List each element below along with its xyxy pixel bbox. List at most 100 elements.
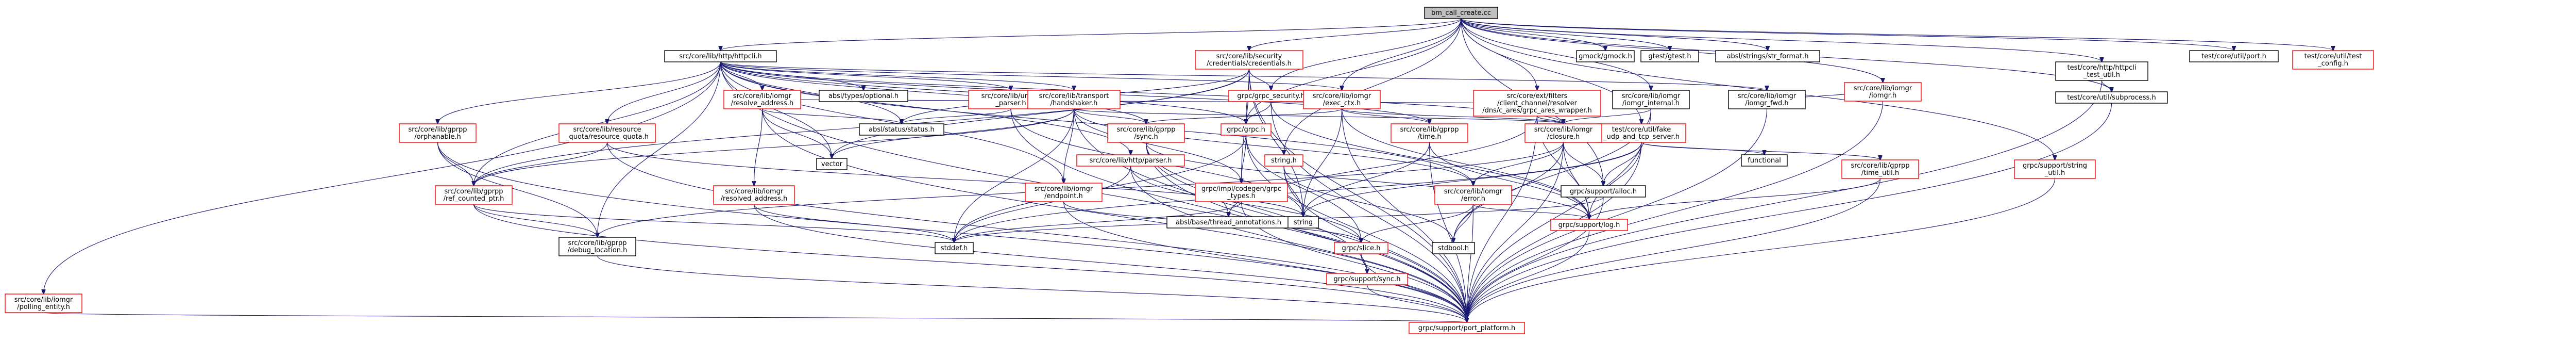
- graph-node-grpc_h[interactable]: grpc/grpc.h: [1221, 123, 1272, 136]
- node-box: [5, 294, 82, 313]
- node-label: /iomgr.h: [1869, 92, 1896, 100]
- edge-gprpp_time-to-string: [1303, 142, 1430, 217]
- node-box: [935, 242, 974, 254]
- graph-node-absl_optional[interactable]: absl/types/optional.h: [819, 90, 908, 102]
- node-label: src/core/lib/iomgr: [1035, 185, 1093, 193]
- graph-node-iomgr_internal[interactable]: src/core/lib/iomgr/iomgr_internal.h: [1612, 90, 1690, 109]
- graph-node-root[interactable]: bm_call_create.cc: [1424, 7, 1498, 19]
- graph-node-gpr_alloc[interactable]: grpc/support/alloc.h: [1561, 185, 1646, 198]
- edge-iomgr_resolved-to-stddef: [753, 204, 955, 242]
- graph-node-functional[interactable]: functional: [1741, 154, 1788, 167]
- graph-node-http_parser[interactable]: src/core/lib/http/parser.h: [1076, 154, 1185, 167]
- graph-node-gtest[interactable]: gtest/gtest.h: [1640, 50, 1699, 62]
- graph-node-iomgr_h[interactable]: src/core/lib/iomgr/iomgr.h: [1844, 82, 1922, 102]
- node-label: _parser.h: [995, 100, 1026, 107]
- node-box: [1844, 82, 1922, 102]
- graph-node-gprpp_orphan[interactable]: src/core/lib/gprpp/orphanable.h: [399, 123, 477, 143]
- node-label: src/core/lib/iomgr: [1738, 92, 1797, 100]
- edge-http_h-to-iomgr_exec: [720, 61, 1342, 90]
- graph-node-gprpp_time[interactable]: src/core/lib/gprpp/time.h: [1391, 123, 1468, 143]
- edge-polling_entity-to-port_platform: [43, 312, 1467, 322]
- graph-node-absl_status[interactable]: absl/status/status.h: [859, 123, 944, 136]
- graph-node-gpr_log[interactable]: grpc/support/log.h: [1550, 219, 1628, 231]
- edge-iomgr_exec-to-gprpp_time: [1341, 108, 1430, 124]
- node-label: src/core/lib/iomgr: [14, 296, 73, 304]
- graph-node-fake_udp[interactable]: test/core/util/fake_udp_and_tcp_server.h: [1597, 123, 1686, 143]
- graph-node-iomgr_error[interactable]: src/core/lib/iomgr/error.h: [1434, 185, 1512, 205]
- node-box: [713, 185, 795, 205]
- graph-node-gprpp_timeutil[interactable]: src/core/lib/gprpp/time_util.h: [1841, 159, 1919, 179]
- graph-node-grpc_sec[interactable]: grpc/grpc_security.h: [1228, 90, 1314, 102]
- node-box: [1264, 154, 1303, 167]
- node-label: grpc/slice.h: [1342, 245, 1381, 252]
- edge-iomgr_closure-to-iomgr_error: [1473, 142, 1564, 186]
- graph-node-gpr_sync[interactable]: grpc/support/sync.h: [1326, 273, 1408, 285]
- graph-node-iomgr_resolved[interactable]: src/core/lib/iomgr/resolved_address.h: [713, 185, 795, 205]
- edge-gprpp_timeutil-to-port_platform: [1467, 178, 1881, 322]
- node-label: absl/status/status.h: [869, 126, 935, 134]
- graph-node-grpc_slice[interactable]: grpc/slice.h: [1334, 242, 1388, 254]
- edge-gpr_string-to-port_platform: [1467, 178, 2056, 322]
- graph-node-transport_hs[interactable]: src/core/lib/transport/handshaker.h: [1027, 90, 1121, 109]
- node-label: grpc/impl/codegen/grpc: [1201, 185, 1281, 193]
- graph-node-resource_quota[interactable]: src/core/lib/resource_quota/resource_quo…: [558, 123, 656, 143]
- graph-node-iomgr_exec[interactable]: src/core/lib/iomgr/exec_ctx.h: [1303, 90, 1381, 109]
- graph-node-gmock[interactable]: gmock/gmock.h: [1576, 50, 1635, 62]
- graph-node-string[interactable]: string: [1287, 216, 1319, 229]
- graph-node-test_http_util[interactable]: test/core/http/httpcli_test_util.h: [2055, 61, 2148, 81]
- node-box: [1391, 123, 1468, 143]
- graph-node-iomgr_resaddr[interactable]: src/core/lib/iomgr/resolve_address.h: [723, 90, 801, 109]
- node-box: [1841, 159, 1919, 179]
- node-box: [816, 158, 848, 170]
- node-label: /client_channel/resolver: [1497, 100, 1577, 107]
- graph-node-codegen_types[interactable]: grpc/impl/codegen/grpc_types.h: [1195, 183, 1288, 202]
- graph-node-stddef[interactable]: stddef.h: [935, 242, 974, 254]
- graph-node-gprpp_refcounted[interactable]: src/core/lib/gprpp/ref_counted_ptr.h: [435, 185, 513, 205]
- graph-node-test_port[interactable]: test/core/util/port.h: [2189, 50, 2279, 62]
- node-box: [723, 90, 801, 109]
- edge-root-to-gmock: [1461, 18, 1605, 51]
- node-label: string: [1294, 219, 1313, 226]
- graph-node-resolver_h[interactable]: src/core/ext/filters/client_channel/reso…: [1473, 90, 1601, 117]
- edge-iomgr_error-to-grpc_slice: [1361, 204, 1474, 242]
- graph-node-test_config[interactable]: test/core/util/test_config.h: [2292, 50, 2374, 70]
- node-label: grpc/grpc.h: [1227, 126, 1265, 134]
- node-box: [1303, 90, 1381, 109]
- graph-node-http_h[interactable]: src/core/lib/http/httpcli.h: [664, 50, 777, 62]
- graph-node-port_platform[interactable]: grpc/support/port_platform.h: [1409, 322, 1525, 334]
- edge-http_parser-to-port_platform: [1130, 166, 1467, 322]
- edge-http_h-to-resource_quota: [607, 61, 721, 124]
- graph-node-gpr_string[interactable]: grpc/support/string_util.h: [2014, 159, 2096, 179]
- node-label: /iomgr_internal.h: [1622, 100, 1680, 107]
- graph-node-vector[interactable]: vector: [816, 158, 848, 170]
- node-label: test/core/util/subprocess.h: [2067, 94, 2156, 102]
- edge-grpc_sec-to-port_platform: [1270, 101, 1467, 322]
- graph-node-sec_creds[interactable]: src/core/lib/security/credentials/creden…: [1195, 50, 1303, 70]
- edge-resolver_h-to-port_platform: [1467, 116, 1538, 322]
- edge-sec_creds-to-port_platform: [1248, 69, 1467, 322]
- graph-node-absl_strformat[interactable]: absl/strings/str_format.h: [1715, 50, 1820, 62]
- graph-node-iomgr_endpoint[interactable]: src/core/lib/iomgr/endpoint.h: [1025, 183, 1103, 202]
- node-label: /orphanable.h: [414, 133, 461, 141]
- node-label: /time_util.h: [1861, 169, 1899, 177]
- graph-node-stdbool[interactable]: stdbool.h: [1432, 242, 1475, 254]
- node-box: [859, 123, 944, 136]
- node-label: grpc/support/string: [2023, 162, 2087, 170]
- graph-node-absl_thread[interactable]: absl/base/thread_annotations.h: [1166, 216, 1291, 229]
- node-label: /handshaker.h: [1050, 100, 1098, 107]
- graph-node-iomgr_closure[interactable]: src/core/lib/iomgr/closure.h: [1524, 123, 1602, 143]
- node-box: [399, 123, 477, 143]
- graph-node-gprpp_sync[interactable]: src/core/lib/gprpp/sync.h: [1107, 123, 1185, 143]
- node-box: [1432, 242, 1475, 254]
- edge-resource_quota-to-string: [606, 142, 1303, 217]
- graph-node-test_subproc[interactable]: test/core/util/subprocess.h: [2055, 91, 2168, 104]
- graph-node-iomgr_fwd[interactable]: src/core/lib/iomgr/iomgr_fwd.h: [1728, 90, 1806, 109]
- node-label: /ref_counted_ptr.h: [444, 195, 504, 203]
- node-label: /exec_ctx.h: [1323, 100, 1361, 107]
- graph-node-string_h[interactable]: string.h: [1264, 154, 1303, 167]
- graph-node-polling_entity[interactable]: src/core/lib/iomgr/polling_entity.h: [5, 294, 82, 313]
- edge-fake_udp-to-functional: [1641, 142, 1765, 155]
- node-label: gmock/gmock.h: [1579, 53, 1632, 60]
- graph-node-debug_location[interactable]: src/core/lib/gprpp/debug_location.h: [558, 237, 636, 256]
